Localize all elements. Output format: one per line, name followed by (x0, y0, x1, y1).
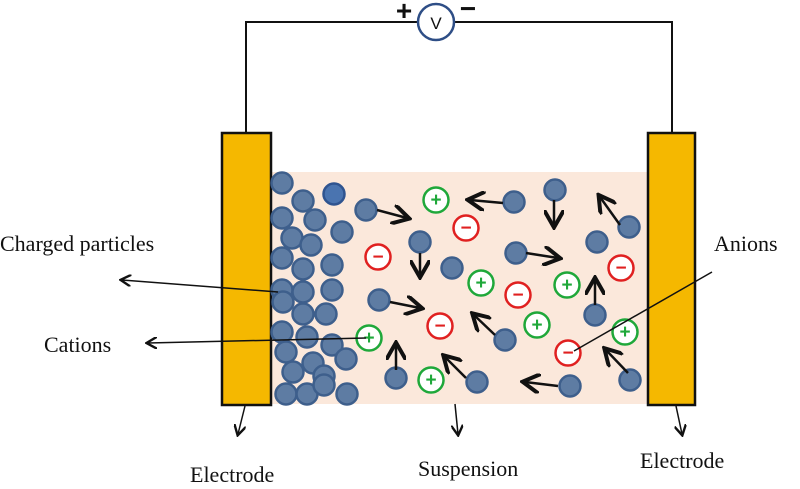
suspension-leader (455, 403, 458, 434)
charged-particle (617, 215, 641, 239)
anion-symbol: − (512, 285, 523, 306)
label-charged-particles: Charged particles (0, 231, 154, 256)
charged-particle (281, 360, 305, 384)
charged-particle (618, 368, 642, 392)
anion-symbol: − (372, 247, 383, 268)
anion: − (426, 312, 454, 340)
charged-particle (585, 230, 609, 254)
right-electrode (646, 131, 697, 407)
motion-arrow (525, 382, 559, 386)
charged-particle (322, 182, 346, 206)
cation-symbol: + (475, 273, 486, 294)
motion-arrow (376, 210, 407, 218)
cation-symbol: + (425, 370, 436, 391)
motion-arrow (474, 315, 496, 336)
left-electrode (220, 131, 273, 407)
anion-symbol: − (460, 218, 471, 239)
right-electrode-leader (676, 405, 682, 434)
charged-particle (270, 246, 294, 270)
cation: + (553, 271, 581, 299)
charged-particle (314, 302, 338, 326)
anion: − (504, 281, 532, 309)
charged-particle (335, 382, 359, 406)
charged-particle (320, 278, 344, 302)
cation: + (611, 318, 639, 346)
anion: − (364, 243, 392, 271)
anion: − (452, 214, 480, 242)
positive-terminal: + (396, 0, 412, 26)
particles: +++++++−−−−−− (270, 171, 642, 406)
motion-arrow (525, 253, 558, 258)
charged-particle (270, 206, 294, 230)
charged-particle (440, 256, 464, 280)
anion-symbol: − (615, 258, 626, 279)
charged-particle (408, 230, 432, 254)
label-suspension: Suspension (418, 456, 518, 481)
voltmeter-symbol: V (430, 14, 442, 33)
label-electrode-right: Electrode (640, 448, 724, 473)
charged-particle (583, 303, 607, 327)
charged-particle (274, 382, 298, 406)
charged-particle (312, 373, 336, 397)
charged-particle (493, 328, 517, 352)
left-electrode-leader (238, 405, 245, 434)
leader-lines (122, 271, 713, 434)
motion-arrow (389, 302, 420, 308)
charged-particle (299, 233, 323, 257)
anion-symbol: − (434, 316, 445, 337)
charged-particle (270, 171, 294, 195)
voltmeter: V + − (396, 0, 476, 42)
circuit-wire (245, 21, 673, 133)
charged-particle (320, 253, 344, 277)
charged-particle (291, 280, 315, 304)
charged-particle (558, 374, 582, 398)
cation: + (417, 366, 445, 394)
anions-leader (573, 271, 713, 352)
cation: + (523, 311, 551, 339)
charged-particle (303, 208, 327, 232)
charged-particle (330, 220, 354, 244)
charged-particle (291, 302, 315, 326)
motion-arrow (600, 197, 622, 226)
charged-particle (354, 198, 378, 222)
negative-terminal: − (460, 0, 476, 24)
cations-leader (148, 338, 367, 343)
label-anions: Anions (714, 231, 778, 256)
charged-particle (291, 257, 315, 281)
charged-particle (384, 366, 408, 390)
charged-particle (367, 288, 391, 312)
cation-symbol: + (363, 328, 374, 349)
anion: − (607, 254, 635, 282)
motion-arrow (606, 350, 629, 374)
anion: − (554, 339, 582, 367)
charged-particle (334, 347, 358, 371)
cation-symbol: + (561, 275, 572, 296)
charged-particle (502, 190, 526, 214)
motion-arrows (376, 197, 629, 386)
cation: + (422, 186, 450, 214)
charged-particle (465, 370, 489, 394)
cation: + (467, 269, 495, 297)
motion-arrow (445, 357, 467, 379)
charged-particles-leader (122, 280, 279, 293)
cation-symbol: + (619, 322, 630, 343)
charged-particle (320, 333, 344, 357)
label-electrode-left: Electrode (190, 462, 274, 487)
label-cations: Cations (44, 332, 111, 357)
cation-symbol: + (430, 190, 441, 211)
motion-arrow (470, 200, 504, 203)
cation-symbol: + (531, 315, 542, 336)
charged-particle (504, 241, 528, 265)
charged-particle (291, 189, 315, 213)
anion-symbol: − (562, 343, 573, 364)
charged-particle (274, 340, 298, 364)
charged-particle (543, 178, 567, 202)
charged-particle (271, 290, 295, 314)
charged-particle (295, 325, 319, 349)
